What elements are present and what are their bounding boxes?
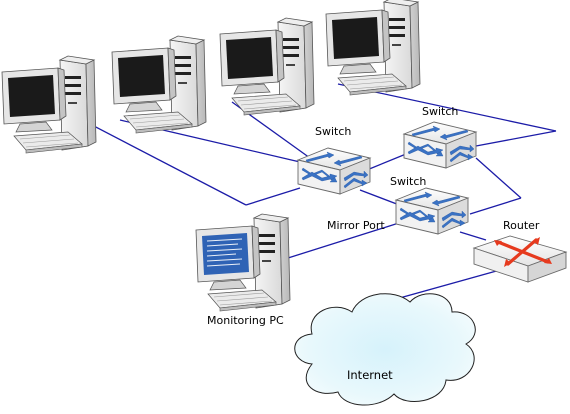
link-mirror-port xyxy=(287,221,403,259)
monitoring-pc xyxy=(195,213,291,312)
workstation-4 xyxy=(325,0,421,96)
internet-label: Internet xyxy=(347,368,393,382)
workstation-3 xyxy=(219,17,315,116)
workstation-2 xyxy=(111,35,207,134)
switch-middle xyxy=(297,147,371,195)
link-pc1-switch-middle xyxy=(89,123,247,206)
link-pc1-switch-middle-2 xyxy=(245,187,301,206)
router xyxy=(472,235,568,283)
switch-top-right xyxy=(403,121,477,169)
switch-lower xyxy=(395,187,469,235)
monitoring-screen-text-lines xyxy=(206,238,243,267)
router-label: Router xyxy=(503,219,540,232)
monitoring-pc-label: Monitoring PC xyxy=(207,314,284,327)
link-switch-lower-router xyxy=(459,231,487,241)
switch-lower-label: Switch xyxy=(390,175,426,188)
link-switch-top-switch-lower xyxy=(469,197,522,215)
workstation-1 xyxy=(1,55,97,154)
mirror-port-label: Mirror Port xyxy=(327,219,385,232)
internet-cloud xyxy=(294,293,476,406)
link-switch-middle-switch-lower xyxy=(359,189,403,207)
switch-top-right-label: Switch xyxy=(422,105,458,118)
router-x-icon xyxy=(496,238,550,266)
switch-middle-label: Switch xyxy=(315,125,351,138)
link-pc4-switch-top-2 xyxy=(475,130,557,147)
link-switch-top-router xyxy=(475,157,522,199)
